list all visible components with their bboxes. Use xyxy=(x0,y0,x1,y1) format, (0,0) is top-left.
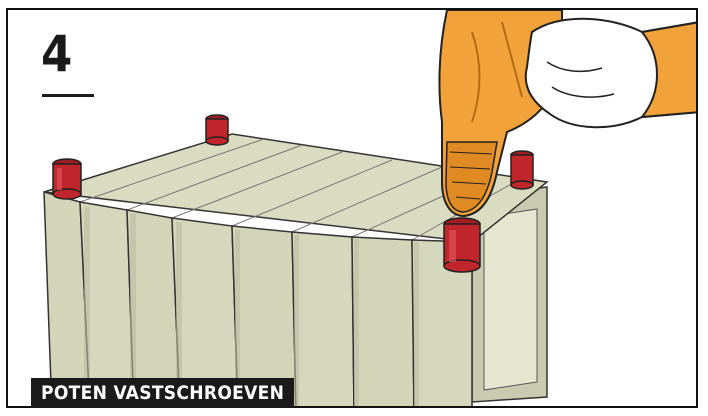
assembly-illustration xyxy=(8,10,698,408)
step-number-underline xyxy=(42,94,94,97)
gloved-hand-icon xyxy=(526,19,698,127)
step-number: 4 xyxy=(41,24,71,84)
step-caption: POTEN VASTSCHROEVEN xyxy=(31,378,294,408)
instruction-panel: 4 xyxy=(6,8,698,408)
